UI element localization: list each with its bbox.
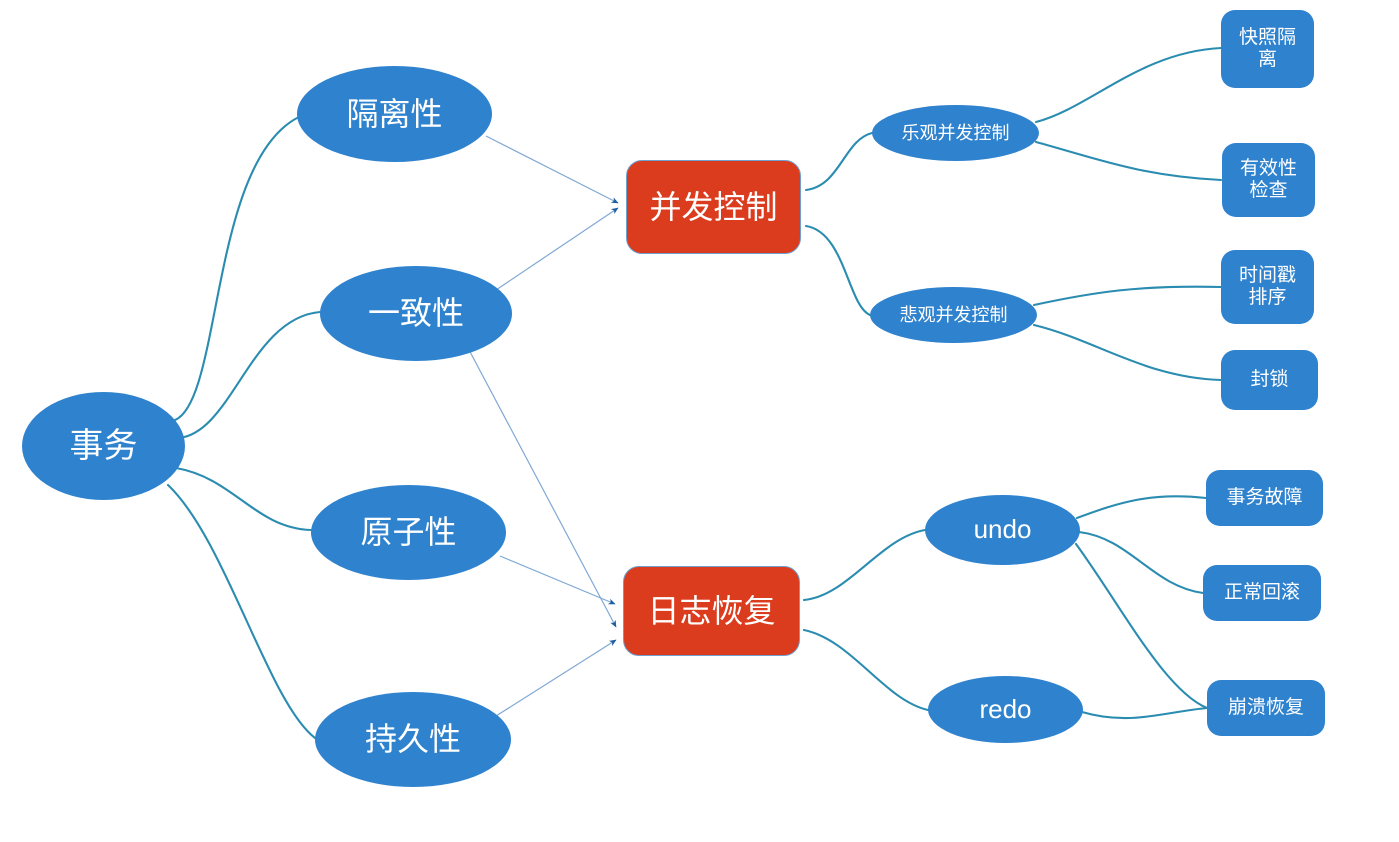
edge-occ-to-validity — [1034, 140, 1223, 182]
edge-concurrency-to-occ — [804, 131, 874, 192]
node-label-durability: 持久性 — [364, 721, 461, 758]
edge-pcc-to-timestamp — [1032, 285, 1223, 307]
node-label-atomicity: 原子性 — [360, 514, 457, 551]
node-crash[interactable]: 崩溃恢复 — [1207, 680, 1325, 736]
edge-root-to-atomicity — [174, 466, 313, 532]
node-timestamp[interactable]: 时间戳 排序 — [1221, 250, 1314, 324]
node-isolation[interactable]: 隔离性 — [297, 66, 492, 162]
node-occ[interactable]: 乐观并发控制 — [872, 105, 1039, 161]
node-consistency[interactable]: 一致性 — [320, 266, 512, 361]
edge-atomicity-to-logrecovery — [499, 555, 616, 605]
edge-pcc-to-locking — [1032, 323, 1223, 382]
node-durability[interactable]: 持久性 — [315, 692, 511, 787]
edge-consistency-to-concurrency — [495, 207, 619, 291]
node-locking[interactable]: 封锁 — [1221, 350, 1318, 410]
edge-consistency-to-logrecovery — [467, 347, 617, 628]
node-txfailure[interactable]: 事务故障 — [1206, 470, 1323, 526]
node-logrecovery[interactable]: 日志恢复 — [623, 566, 800, 656]
node-validity[interactable]: 有效性 检查 — [1222, 143, 1315, 217]
node-label-timestamp: 时间戳 排序 — [1238, 265, 1296, 308]
edge-root-to-durability — [166, 483, 317, 740]
edge-root-to-isolation — [173, 116, 299, 422]
node-atomicity[interactable]: 原子性 — [311, 485, 506, 580]
node-redo[interactable]: redo — [928, 676, 1083, 743]
node-label-concurrency: 并发控制 — [649, 188, 778, 225]
node-root[interactable]: 事务 — [22, 392, 185, 500]
node-label-occ: 乐观并发控制 — [901, 122, 1010, 143]
edge-logrecovery-to-undo — [802, 528, 927, 602]
node-label-locking: 封锁 — [1250, 369, 1289, 391]
node-rollback[interactable]: 正常回滚 — [1203, 565, 1321, 621]
node-concurrency[interactable]: 并发控制 — [626, 160, 801, 254]
node-label-undo: undo — [973, 514, 1032, 545]
node-snapshot[interactable]: 快照隔 离 — [1221, 10, 1314, 88]
node-undo[interactable]: undo — [925, 495, 1080, 565]
node-label-validity: 有效性 检查 — [1239, 158, 1297, 201]
node-label-root: 事务 — [69, 426, 138, 465]
node-label-redo: redo — [979, 693, 1032, 724]
edge-redo-to-crash — [1080, 706, 1209, 720]
node-pcc[interactable]: 悲观并发控制 — [870, 287, 1037, 343]
node-label-crash: 崩溃恢复 — [1227, 697, 1304, 719]
node-label-isolation: 隔离性 — [346, 95, 443, 132]
node-label-snapshot: 快照隔 离 — [1238, 27, 1296, 70]
node-label-logrecovery: 日志恢复 — [647, 592, 776, 629]
edge-durability-to-logrecovery — [495, 639, 617, 717]
node-label-txfailure: 事务故障 — [1226, 487, 1303, 509]
edge-occ-to-snapshot — [1034, 46, 1223, 124]
edge-isolation-to-concurrency — [485, 135, 619, 204]
node-label-consistency: 一致性 — [367, 295, 464, 332]
edge-root-to-consistency — [176, 310, 322, 440]
node-label-rollback: 正常回滚 — [1223, 582, 1300, 604]
edge-undo-to-rollback — [1077, 530, 1205, 595]
edge-undo-to-crash — [1074, 542, 1209, 710]
edge-concurrency-to-pcc — [804, 224, 872, 317]
edge-undo-to-txfailure — [1075, 495, 1208, 520]
node-label-pcc: 悲观并发控制 — [899, 304, 1008, 325]
edge-logrecovery-to-redo — [802, 628, 930, 712]
